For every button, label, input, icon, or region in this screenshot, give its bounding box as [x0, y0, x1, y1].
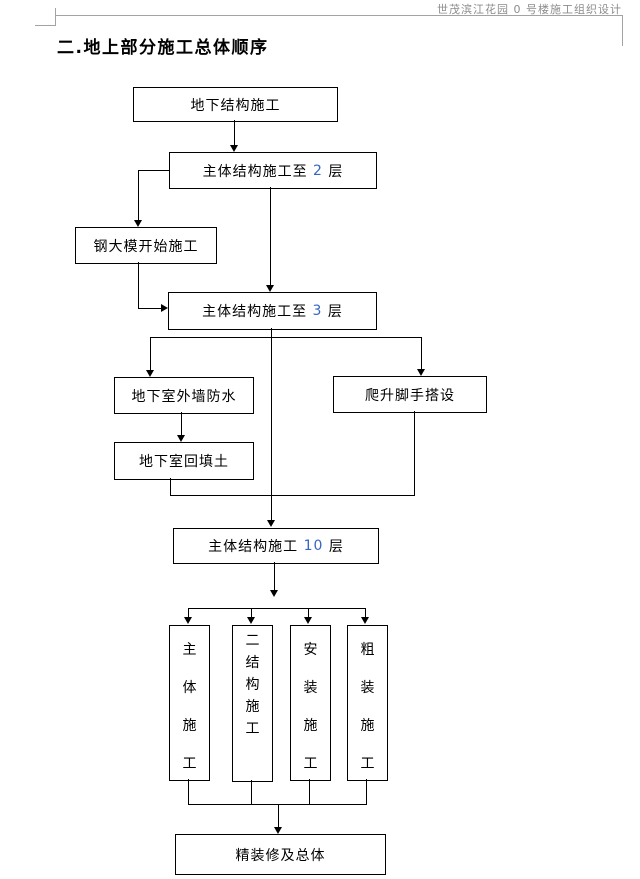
connector-line: [270, 187, 271, 286]
connector-line: [150, 337, 422, 338]
flow-box-fine-decoration: 精装修及总体: [175, 834, 386, 875]
floor-number: 2: [313, 162, 323, 179]
floor-number: 10: [303, 538, 324, 554]
arrow-down-icon: [274, 827, 282, 834]
flow-box-main-construction: 主体施工: [169, 625, 210, 781]
arrow-down-icon: [177, 435, 185, 442]
connector-line: [308, 608, 309, 618]
flow-box-main-structure-10f: 主体结构施工 10 层: [173, 528, 379, 564]
flow-box-label: 层: [323, 539, 344, 555]
arrow-down-icon: [304, 617, 312, 624]
connector-line: [274, 562, 275, 591]
connector-line: [278, 804, 279, 828]
flow-box-installation: 安装施工: [290, 625, 331, 781]
arrow-down-icon: [230, 145, 238, 152]
flow-box-secondary-structure: 二结构施工: [232, 625, 273, 782]
flow-box-rough-decoration: 粗装施工: [347, 625, 388, 781]
page-title: 二.地上部分施工总体顺序: [57, 38, 269, 58]
flow-box-main-structure-3f: 主体结构施工至 3 层: [168, 292, 377, 330]
connector-line: [150, 337, 151, 371]
connector-line: [251, 608, 252, 618]
flow-box-main-structure-2f: 主体结构施工至 2 层: [169, 152, 377, 189]
flow-box-basement-backfill: 地下室回填土: [114, 442, 254, 480]
connector-line: [421, 337, 422, 370]
connector-line: [170, 495, 415, 496]
header-margin-mark-left-horizontal: [35, 25, 55, 26]
header-rule: [55, 15, 623, 16]
connector-line: [188, 608, 366, 609]
flow-box-label: 粗装施工: [360, 642, 375, 772]
arrow-down-icon: [361, 617, 369, 624]
connector-line: [188, 608, 189, 618]
arrow-down-icon: [134, 220, 142, 227]
connector-line: [414, 411, 415, 496]
arrow-down-icon: [266, 285, 274, 292]
header-text: 世茂滨江花园 0 号楼施工组织设计: [437, 3, 622, 16]
flow-box-label: 主体结构施工至: [202, 304, 313, 320]
connector-line: [138, 170, 170, 171]
flow-box-label: 地下室外墙防水: [131, 388, 237, 405]
connector-line: [138, 262, 139, 309]
arrow-right-icon: [161, 304, 168, 312]
flow-box-label: 层: [322, 163, 344, 180]
arrow-down-icon: [417, 369, 425, 376]
connector-line: [251, 780, 252, 805]
flow-box-label: 主体施工: [182, 642, 197, 772]
flow-box-label: 钢大模开始施工: [93, 238, 199, 255]
connector-line: [138, 170, 139, 221]
flow-box-label: 安装施工: [303, 642, 318, 772]
flow-box-label: 地下室回填土: [139, 454, 229, 470]
arrow-down-icon: [146, 370, 154, 377]
flow-box-label: 层: [322, 304, 343, 320]
flow-box-label: 二结构施工: [245, 633, 260, 737]
flow-box-label: 爬升脚手搭设: [365, 387, 455, 404]
flow-box-steel-formwork: 钢大模开始施工: [75, 227, 217, 264]
arrow-down-icon: [270, 590, 278, 597]
connector-line: [366, 779, 367, 805]
connector-line: [188, 779, 189, 805]
connector-line: [181, 412, 182, 436]
flow-box-label: 精装修及总体: [235, 847, 326, 864]
connector-line: [234, 120, 235, 147]
arrow-down-icon: [247, 617, 255, 624]
flow-box-basement-waterproofing: 地下室外墙防水: [114, 377, 254, 414]
arrow-down-icon: [184, 617, 192, 624]
connector-line: [271, 328, 272, 521]
arrow-down-icon: [267, 520, 275, 527]
connector-line: [309, 779, 310, 805]
header-margin-mark-right-vertical: [622, 15, 623, 46]
flow-box-label: 主体结构施工: [208, 539, 304, 555]
connector-line: [138, 308, 162, 309]
floor-number: 3: [312, 303, 323, 319]
flow-box-label: 地下结构施工: [190, 97, 281, 114]
connector-line: [170, 478, 171, 496]
flow-box-label: 主体结构施工至: [202, 163, 314, 180]
connector-line: [365, 608, 366, 618]
connector-line: [188, 804, 367, 805]
header-margin-mark-left-vertical: [55, 8, 56, 26]
flow-box-underground-structure: 地下结构施工: [133, 87, 338, 122]
flow-box-climbing-scaffold: 爬升脚手搭设: [333, 376, 487, 413]
